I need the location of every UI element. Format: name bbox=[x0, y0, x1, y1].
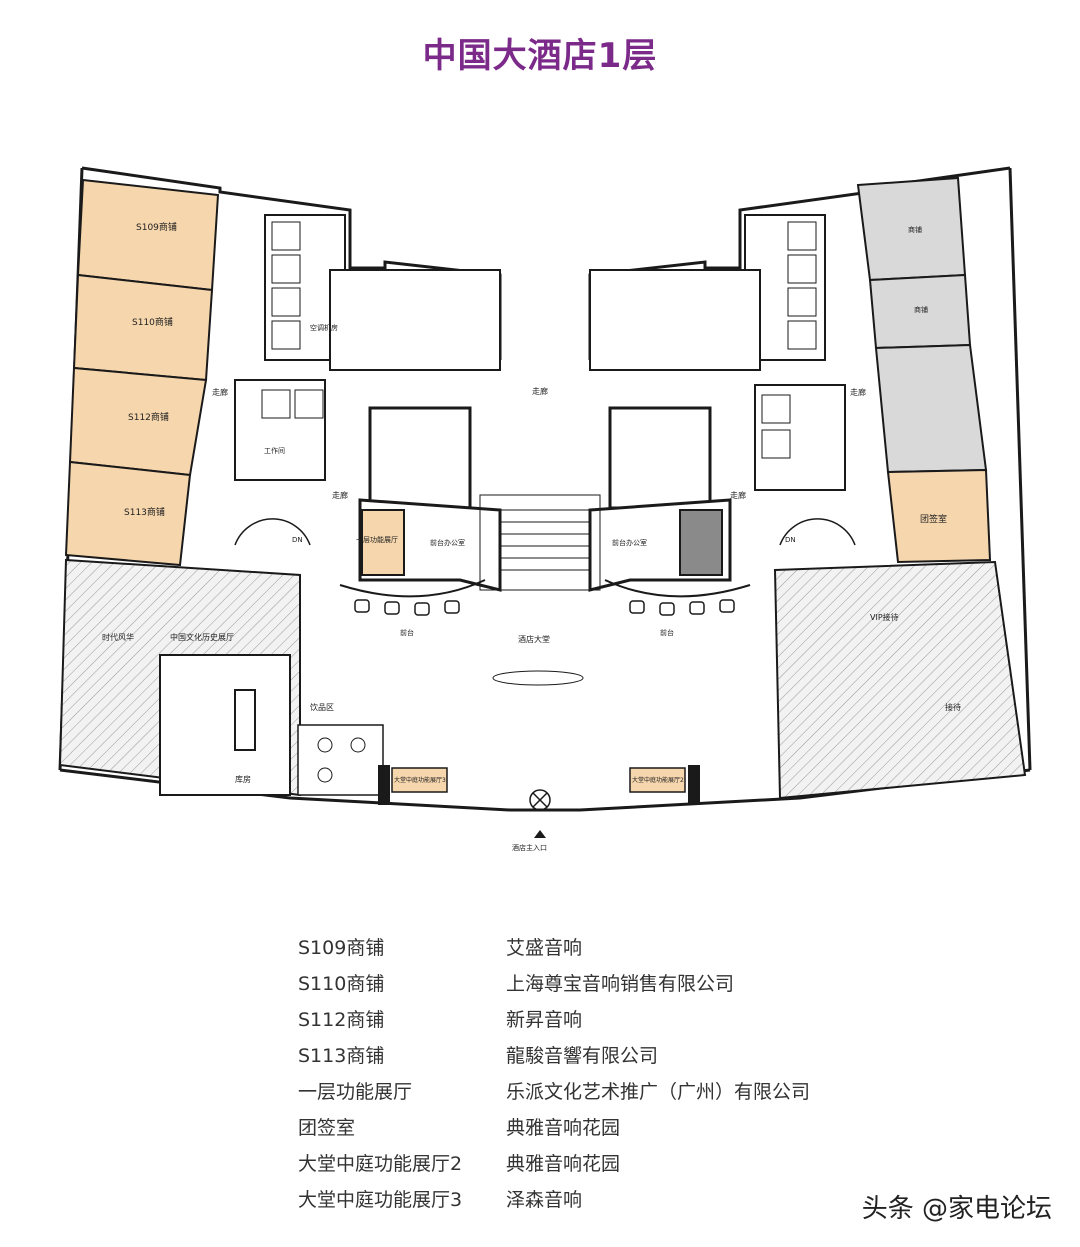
label-hall1: 一层功能展厅 bbox=[356, 535, 398, 544]
label-drink-area: 饮品区 bbox=[310, 702, 334, 712]
drink-area: 饮品区 bbox=[297, 702, 384, 796]
legend-row: 大堂中庭功能展厅3 泽森音响 bbox=[298, 1185, 858, 1221]
legend-value: 泽森音响 bbox=[506, 1189, 583, 1211]
label-dn-left: DN bbox=[292, 536, 303, 544]
elevator-cells bbox=[261, 221, 817, 459]
label-shop-right-top: 商铺 bbox=[908, 225, 922, 234]
legend-key: 团签室 bbox=[298, 1117, 356, 1139]
label-front-office-left: 前台办公室 bbox=[430, 538, 465, 547]
label-atrium2: 大堂中庭功能展厅2 bbox=[632, 776, 684, 784]
spiral-stairs bbox=[234, 518, 856, 546]
service-cores bbox=[234, 214, 846, 491]
legend-value: 上海尊宝音响销售有限公司 bbox=[506, 973, 735, 995]
label-corridor-mid-right: 走廊 bbox=[730, 490, 746, 500]
label-era: 时代风华 bbox=[102, 632, 134, 642]
label-history: 中国文化历史展厅 bbox=[170, 632, 234, 642]
label-tuanqian: 团签室 bbox=[920, 513, 947, 525]
label-entrance: 酒店主入口 bbox=[512, 843, 547, 852]
legend-value: 新昇音响 bbox=[506, 1009, 583, 1031]
label-ac-room: 空调机房 bbox=[310, 323, 338, 332]
entrance-revolving-door bbox=[529, 789, 551, 811]
label-storage: 库房 bbox=[235, 774, 251, 784]
exhibition-right: VIP接待 接待 bbox=[773, 560, 1027, 800]
label-corridor-mid-left: 走廊 bbox=[332, 490, 348, 500]
exhibition-left: 时代风华 中国文化历史展厅 库房 bbox=[58, 558, 301, 797]
legend-key: S109商铺 bbox=[298, 937, 385, 959]
staircase bbox=[500, 509, 590, 571]
label-corridor-left: 走廊 bbox=[212, 387, 228, 397]
label-s113: S113商铺 bbox=[124, 506, 165, 518]
label-lobby: 酒店大堂 bbox=[518, 634, 550, 644]
lobby-art-piece bbox=[492, 670, 584, 686]
room-atrium2 bbox=[629, 767, 686, 793]
label-atrium3: 大堂中庭功能展厅3 bbox=[394, 776, 446, 784]
label-front-desk-right: 前台 bbox=[660, 628, 674, 637]
legend-row: S113商铺 龍駿音響有限公司 bbox=[298, 1041, 858, 1077]
legend-row: 大堂中庭功能展厅2 典雅音响花园 bbox=[298, 1149, 858, 1185]
tenant-legend: S109商铺 艾盛音响 S110商铺 上海尊宝音响销售有限公司 S112商铺 新昇音响… bbox=[298, 933, 858, 1221]
legend-key: S112商铺 bbox=[298, 1009, 385, 1031]
label-corridor-top: 走廊 bbox=[532, 386, 548, 396]
page-title: 中国大酒店1层 bbox=[422, 36, 658, 76]
legend-row: 一层功能展厅 乐派文化艺术推广（广州）有限公司 bbox=[298, 1077, 858, 1113]
shop-s113 bbox=[64, 460, 192, 567]
legend-row: S110商铺 上海尊宝音响销售有限公司 bbox=[298, 969, 858, 1005]
room-atrium3 bbox=[391, 767, 448, 793]
watermark: 头条 @家电论坛 bbox=[861, 1194, 1052, 1224]
shop-column-right: 商铺 商铺 团签室 bbox=[856, 176, 992, 564]
label-dn-right: DN bbox=[785, 536, 796, 544]
legend-value: 龍駿音響有限公司 bbox=[506, 1045, 659, 1067]
legend-row: S112商铺 新昇音响 bbox=[298, 1005, 858, 1041]
desk-chairs bbox=[354, 599, 735, 616]
legend-key: 一层功能展厅 bbox=[298, 1081, 413, 1103]
label-corridor-right: 走廊 bbox=[850, 387, 866, 397]
room-tuanqian bbox=[886, 468, 992, 564]
label-workroom: 工作间 bbox=[264, 446, 285, 455]
legend-key: S110商铺 bbox=[298, 973, 385, 995]
legend-key: S113商铺 bbox=[298, 1045, 385, 1067]
label-vip: VIP接待 bbox=[870, 612, 899, 622]
central-blocks bbox=[358, 406, 732, 592]
label-shop-right-mid: 商铺 bbox=[914, 305, 928, 314]
label-s109: S109商铺 bbox=[136, 221, 177, 233]
label-s112: S112商铺 bbox=[128, 411, 169, 423]
legend-row: S109商铺 艾盛音响 bbox=[298, 933, 858, 969]
shop-s109 bbox=[76, 178, 220, 292]
floor-plan: S109商铺 S110商铺 S112商铺 S113商铺 时代风华 中国文化历史展… bbox=[58, 166, 1032, 852]
label-s110: S110商铺 bbox=[132, 316, 173, 328]
entrance-arrow bbox=[534, 830, 546, 838]
front-desks bbox=[339, 579, 751, 598]
label-front-office-right: 前台办公室 bbox=[612, 538, 647, 547]
legend-key: 大堂中庭功能展厅3 bbox=[298, 1189, 463, 1211]
room-right-dark bbox=[679, 509, 723, 576]
legend-key: 大堂中庭功能展厅2 bbox=[298, 1153, 463, 1175]
shop-column-left: S109商铺 S110商铺 S112商铺 S113商铺 bbox=[64, 178, 220, 567]
label-front-desk-left: 前台 bbox=[400, 628, 414, 637]
legend-value: 典雅音响花园 bbox=[506, 1117, 621, 1139]
legend-value: 典雅音响花园 bbox=[506, 1153, 621, 1175]
legend-value: 乐派文化艺术推广（广州）有限公司 bbox=[506, 1081, 811, 1103]
label-reception: 接待 bbox=[945, 702, 961, 712]
legend-value: 艾盛音响 bbox=[506, 937, 583, 959]
room-hall1 bbox=[361, 509, 405, 576]
legend-row: 团签室 典雅音响花园 bbox=[298, 1113, 858, 1149]
